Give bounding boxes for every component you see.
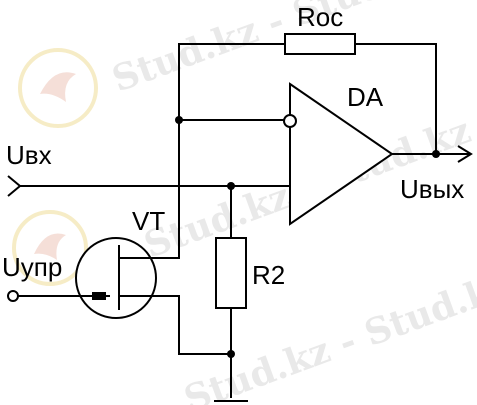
junction-dot xyxy=(432,150,440,158)
feedback-wire xyxy=(178,43,437,154)
junctions xyxy=(175,116,440,358)
control-terminal xyxy=(7,290,19,302)
junction-dot xyxy=(227,182,235,190)
opamp-da xyxy=(283,82,394,226)
transistor-body xyxy=(75,237,157,319)
label-output: Uвых xyxy=(400,174,464,204)
inverting-input-bubble xyxy=(283,114,297,128)
label-input: Uвх xyxy=(6,140,52,170)
feedback-resistor xyxy=(284,33,356,55)
opamp-triangle xyxy=(289,82,394,226)
junction-dot xyxy=(227,350,235,358)
watermark-logo xyxy=(18,48,98,128)
label-vt: VT xyxy=(132,206,165,236)
output-arrow xyxy=(457,145,473,163)
watermark-text: Stud.kz - Stud.kz xyxy=(107,0,444,100)
label-r2: R2 xyxy=(252,260,285,290)
label-roc: Roc xyxy=(297,2,343,32)
label-da: DA xyxy=(347,82,384,112)
watermark-logo xyxy=(12,210,88,286)
input-wire xyxy=(7,175,290,197)
transistor-vt xyxy=(75,237,157,319)
label-control: Uупр xyxy=(2,252,62,282)
transistor-bottom-wire xyxy=(119,295,232,398)
resistor-r2 xyxy=(215,237,247,309)
junction-dot xyxy=(175,116,183,124)
gate-arrow xyxy=(92,292,106,300)
